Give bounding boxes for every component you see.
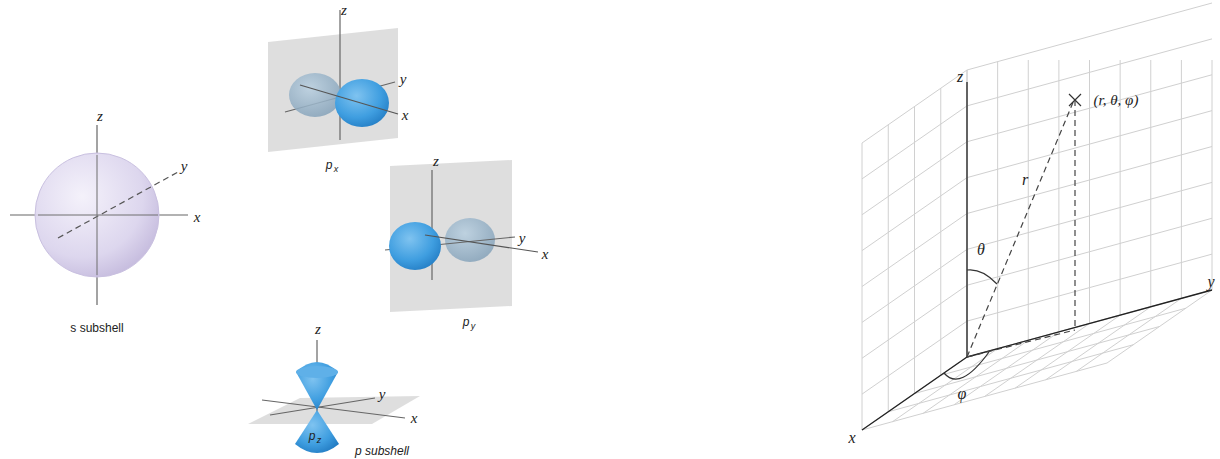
phi-arc: [944, 352, 989, 379]
grid-line: [862, 249, 967, 322]
axis-label: z: [957, 69, 963, 85]
grid-line: [1028, 60, 1029, 340]
subshell-caption: p subshell: [355, 445, 409, 457]
x-axis: [300, 85, 398, 114]
grid-line: [1107, 290, 1212, 363]
subshell-caption: s subshell: [70, 322, 123, 334]
axis-label: y: [1207, 274, 1214, 290]
py-lobe-front: [389, 222, 441, 270]
grid-line: [1058, 60, 1059, 332]
orbital-subscript: x: [334, 165, 339, 174]
x-axis-inner: [38, 215, 158, 216]
yz-plane: [390, 160, 512, 312]
grid-line: [1181, 60, 1182, 298]
axis-label: x: [402, 108, 409, 123]
x-axis: [862, 357, 967, 430]
axis-label: x: [411, 411, 418, 426]
angle-label: φ: [958, 386, 967, 402]
axis-label: z: [433, 154, 439, 169]
grid-line: [967, 3, 1212, 70]
axis-label: x: [194, 210, 201, 225]
grid-line: [1089, 60, 1090, 324]
orbital-subscript: z: [317, 436, 322, 445]
orbital-name: p: [463, 316, 470, 328]
axis-label: z: [97, 109, 103, 124]
axis-label: z: [341, 3, 347, 18]
axis-label: z: [315, 322, 321, 337]
point-marker: [1069, 94, 1081, 106]
pz-lobe-bottom: [295, 410, 339, 453]
orbital-subscript: y: [471, 322, 476, 331]
radius-label: r: [1022, 172, 1028, 188]
grid-line: [967, 290, 1212, 357]
xz-plane: [268, 28, 398, 152]
grid-line: [967, 75, 1212, 142]
grid-line: [967, 147, 1212, 214]
grid-line: [967, 70, 968, 357]
projection-line: [1074, 100, 1075, 330]
floor-projection: [967, 330, 1075, 357]
angle-label: θ: [977, 242, 985, 258]
axis-label: y: [181, 159, 188, 174]
axis-label: y: [400, 72, 407, 87]
grid-line: [862, 285, 967, 358]
z-axis: [966, 82, 967, 357]
point-label: (r, θ, φ): [1094, 93, 1139, 108]
perspective-grid: [862, 3, 1212, 430]
xy-plane: [248, 396, 420, 424]
pz-lobe-top-cap: [296, 366, 338, 378]
axis-label: x: [848, 430, 855, 446]
grid-line: [967, 39, 1212, 106]
grid-line: [1150, 60, 1151, 307]
grid-line: [1212, 60, 1213, 290]
y-axis: [58, 172, 178, 238]
grid-line: [862, 142, 967, 215]
orbital-name: p: [309, 430, 316, 442]
x-axis: [262, 400, 405, 418]
z-axis: [339, 10, 340, 140]
s-orbital-sphere: [35, 153, 159, 277]
grid-line: [862, 178, 967, 251]
axis-label: x: [542, 247, 549, 262]
radius-line: [967, 100, 1074, 357]
grid-line: [862, 214, 967, 287]
pz-lobe-top: [296, 362, 338, 410]
axis-label: y: [519, 231, 526, 246]
grid-line: [862, 106, 967, 179]
theta-arc: [967, 270, 997, 284]
grid-line: [967, 111, 1212, 178]
orbital-name: p: [326, 159, 333, 171]
axis-label: y: [379, 387, 386, 402]
y-axis: [967, 290, 1212, 357]
grid-line: [1076, 298, 1181, 371]
grid-line: [967, 70, 968, 357]
grid-line: [862, 70, 967, 143]
